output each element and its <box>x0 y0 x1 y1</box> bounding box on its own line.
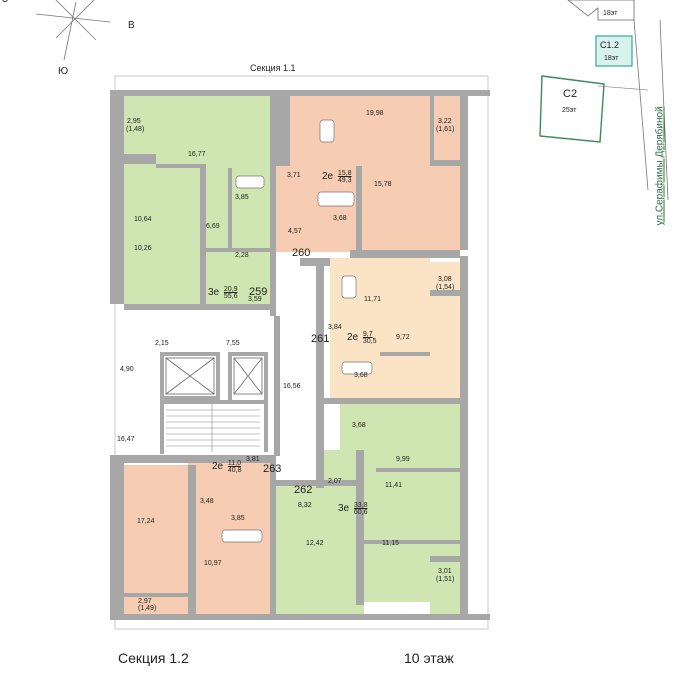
apartment-260-area <box>276 96 460 252</box>
room-area: 11,71 <box>364 296 381 303</box>
apartment-263-number: 263 <box>263 463 282 475</box>
room-area-balcony: (1,51) <box>436 576 455 583</box>
room-area: 3,22 <box>438 118 452 125</box>
room-area: 12,42 <box>306 540 324 547</box>
compass-south: Ю <box>58 66 69 77</box>
compass-east: В <box>128 20 135 31</box>
room-area: 17,24 <box>137 518 155 525</box>
room-area: 3,68 <box>333 215 347 222</box>
lift-shafts <box>165 357 263 395</box>
room-area: 4,90 <box>120 366 134 373</box>
siteplan-c2-name: С2 <box>563 88 578 100</box>
room-area: 2,28 <box>235 252 249 259</box>
room-area: 16,77 <box>188 151 206 158</box>
room-area: 3,59 <box>248 296 262 303</box>
room-area: 3,85 <box>235 194 249 201</box>
siteplan-c12-floors: 18эт <box>604 55 619 62</box>
room-area-balcony: (1,49) <box>138 605 157 612</box>
room-area: 4,57 <box>288 228 302 235</box>
room-area: 3,08 <box>438 276 452 283</box>
street-name: ул.Серафимы Дерябиной <box>654 106 666 226</box>
room-area: 10,64 <box>134 216 152 223</box>
room-area: 2,97 <box>138 598 152 605</box>
siteplan-c2-floors: 25эт <box>562 107 577 114</box>
room-area: 8,32 <box>298 502 312 509</box>
apartment-263-area <box>124 455 272 617</box>
room-area: 3,48 <box>200 498 214 505</box>
room-area: 16,47 <box>117 436 135 443</box>
room-area: 9,72 <box>396 334 410 341</box>
stairs <box>166 404 260 452</box>
room-area: 3,01 <box>438 568 452 575</box>
apartment-259-number: 259 <box>249 286 268 298</box>
room-area-balcony: (1,54) <box>436 284 455 291</box>
room-area: 3,68 <box>354 372 368 379</box>
room-area: 3,85 <box>231 515 245 522</box>
siteplan-c12-name: С1.2 <box>600 40 620 50</box>
room-area: 3,71 <box>287 172 301 179</box>
room-area: 19,98 <box>366 110 384 117</box>
room-area: 11,15 <box>382 540 399 547</box>
plan-frame <box>114 75 489 630</box>
room-area: 3,84 <box>328 324 342 331</box>
room-area: 2,15 <box>155 340 169 347</box>
room-area: 2,07 <box>328 478 342 485</box>
apartment-261-number: 261 <box>311 333 330 345</box>
room-area-balcony: (1,48) <box>126 126 145 133</box>
room-area: 15,78 <box>374 181 392 188</box>
siteplan <box>539 0 669 201</box>
room-area: 7,55 <box>226 340 240 347</box>
room-area: 16,56 <box>283 383 301 390</box>
apartment-259-area <box>124 96 272 304</box>
walls <box>110 90 490 620</box>
room-area: 10,97 <box>204 560 222 567</box>
apartment-262-number: 262 <box>294 484 313 496</box>
apartment-260-number: 260 <box>292 247 311 259</box>
siteplan-c11-floors: 18эт <box>603 10 618 17</box>
floor-label: 10 этаж <box>404 650 454 666</box>
section-bottom-label: Секция 1.2 <box>118 650 189 666</box>
room-area: 10,26 <box>134 245 152 252</box>
room-area: 6,69 <box>206 223 220 230</box>
room-area: 11,41 <box>385 482 402 489</box>
room-area: 2,95 <box>127 118 141 125</box>
room-area: 3,68 <box>352 422 366 429</box>
fixtures <box>221 119 373 543</box>
room-area-balcony: (1,61) <box>436 126 455 133</box>
compass-west: З <box>2 0 8 5</box>
room-area: 3,81 <box>246 456 260 463</box>
section-top-label: Секция 1.1 <box>250 63 296 73</box>
room-area: 9,99 <box>396 456 410 463</box>
compass-rose <box>35 0 111 61</box>
